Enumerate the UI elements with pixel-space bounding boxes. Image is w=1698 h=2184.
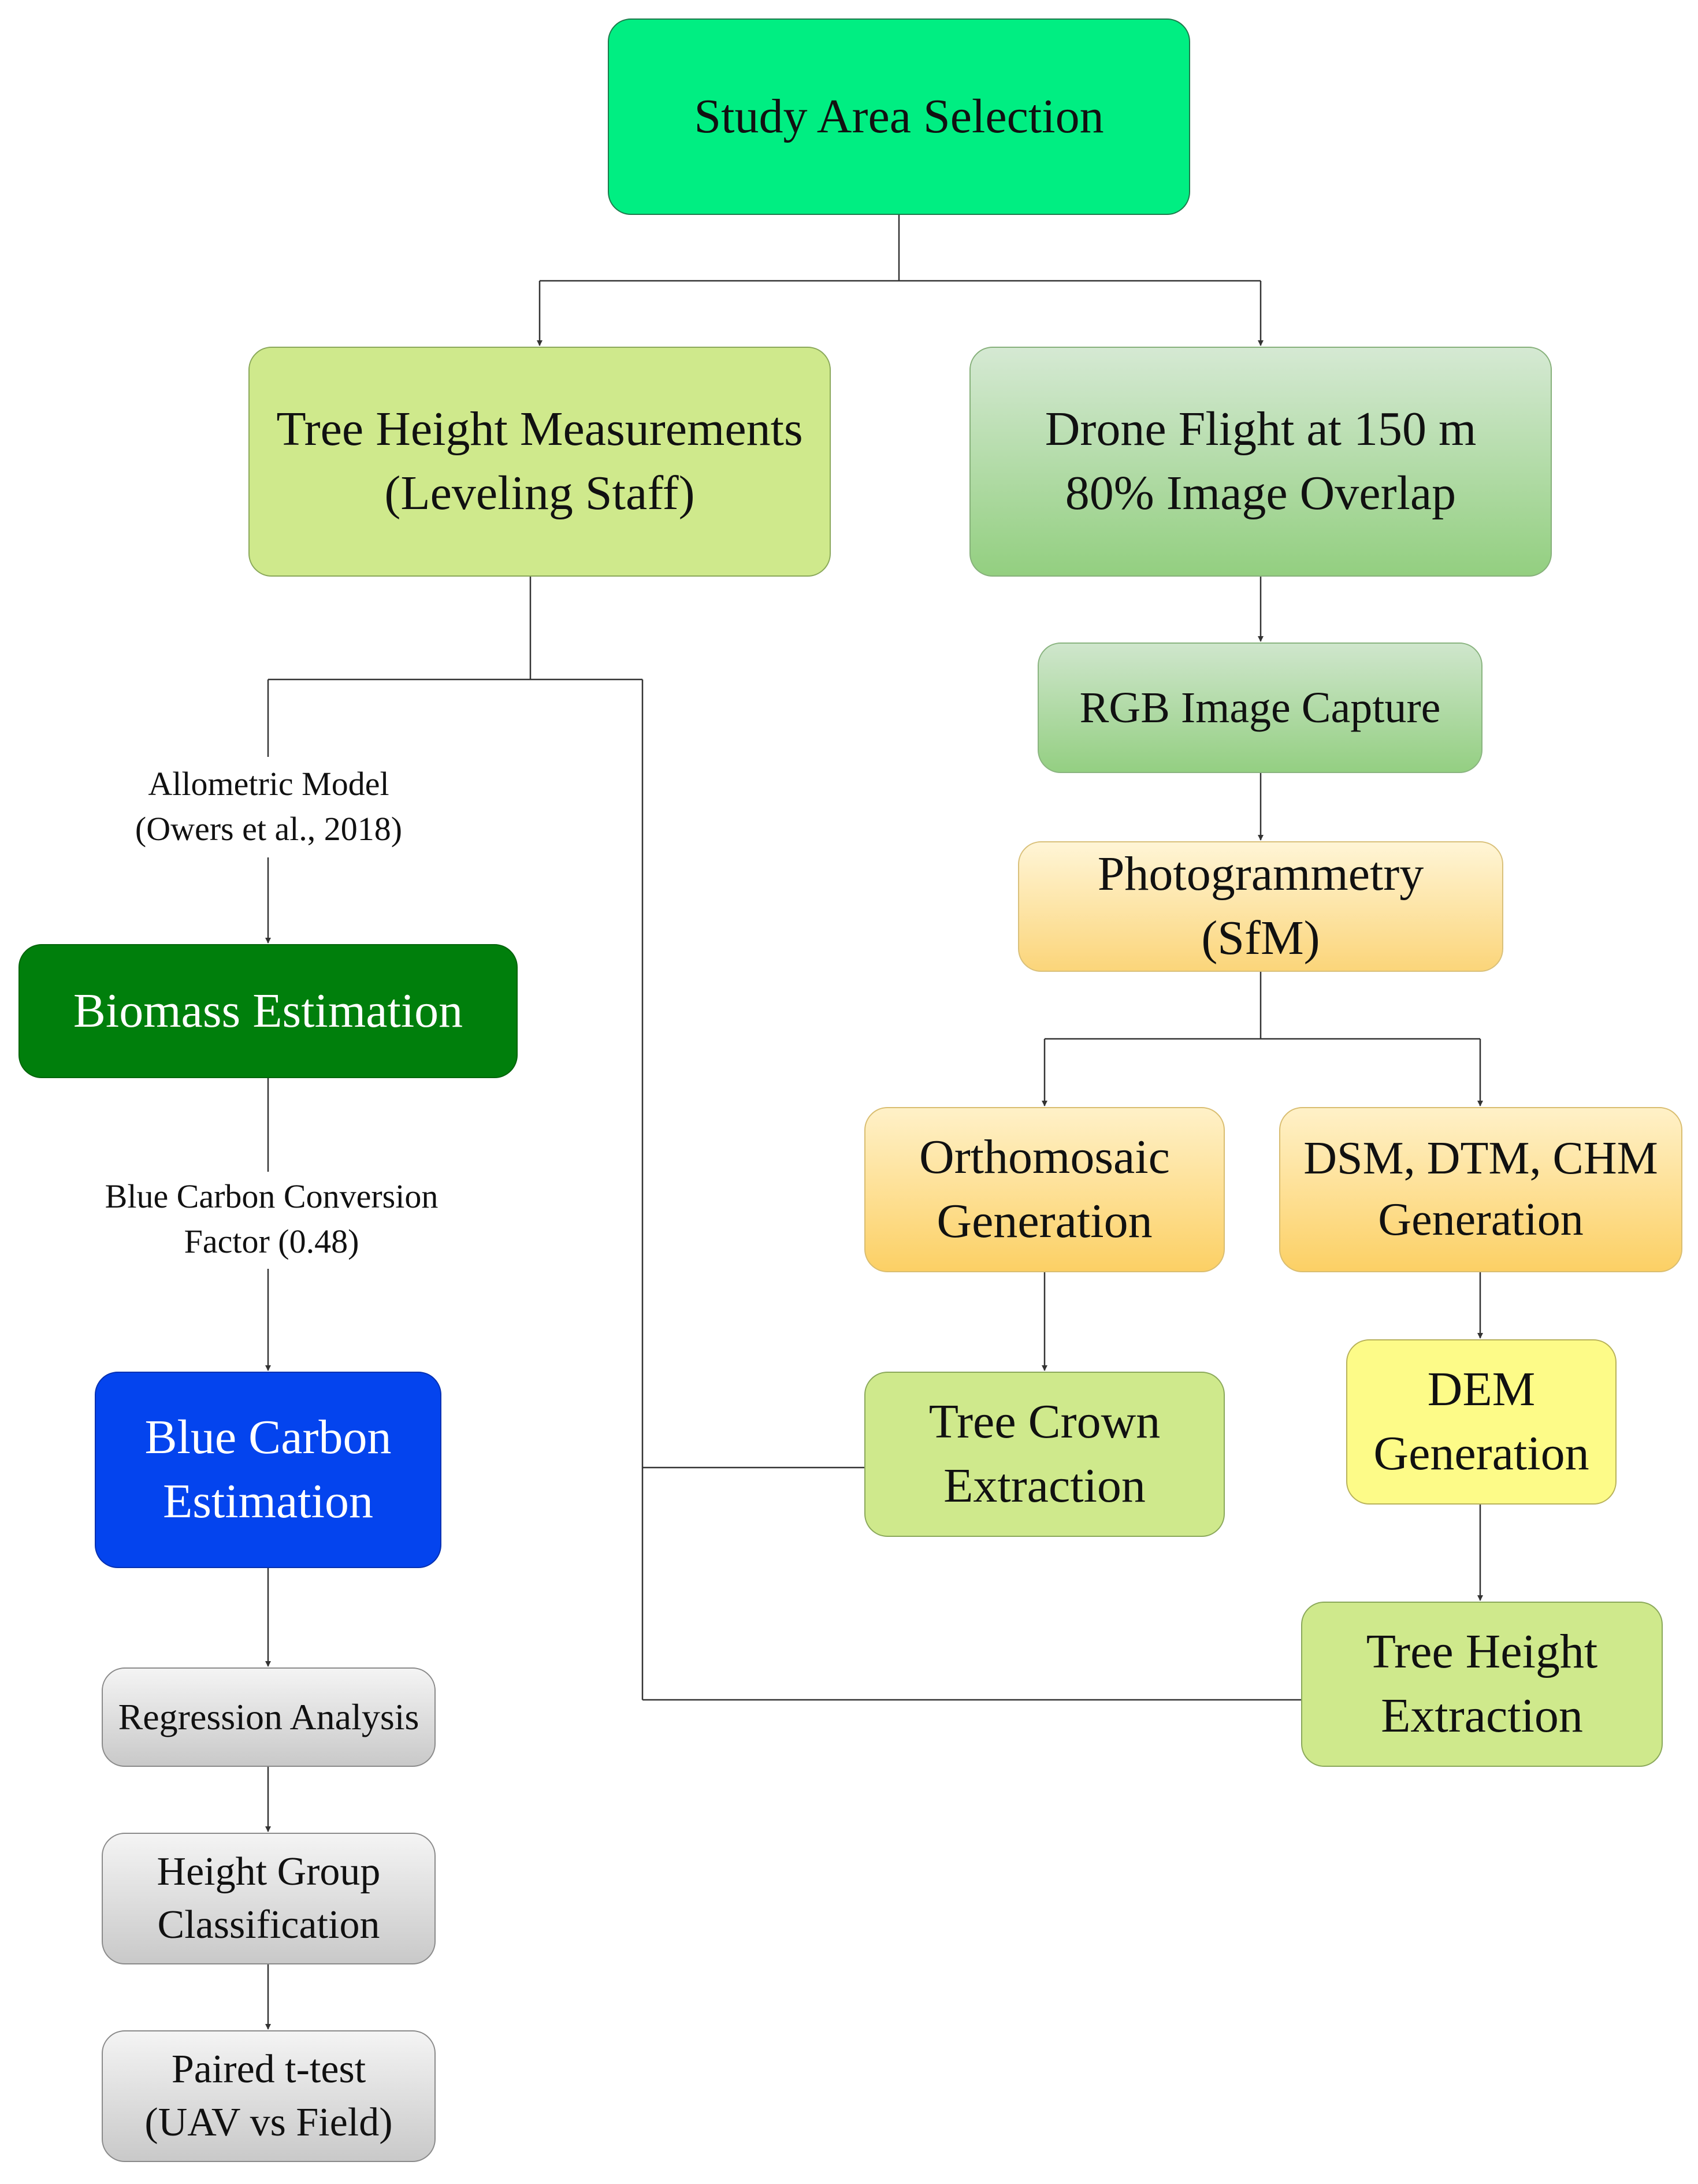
paired-t-test-node: Paired t-test (UAV vs Field) [102, 2030, 436, 2162]
tree-crown-extraction-node: Tree Crown Extraction [864, 1372, 1225, 1537]
photogrammetry-label: Photogrammetry (SfM) [1097, 847, 1424, 965]
drone-flight-node: Drone Flight at 150 m 80% Image Overlap [969, 347, 1552, 577]
tree-height-extraction-node: Tree Height Extraction [1301, 1602, 1663, 1767]
dem-generation-node: DEM Generation [1346, 1339, 1617, 1505]
dem-generation-label: DEM Generation [1373, 1362, 1589, 1480]
photogrammetry-node: Photogrammetry (SfM) [1018, 841, 1503, 972]
dsm-dtm-chm-generation-label: DSM, DTM, CHM Generation [1303, 1133, 1658, 1245]
conversion-factor-edge-label: Blue Carbon Conversion Factor (0.48) [105, 1178, 439, 1261]
orthomosaic-generation-label: Orthomosaic Generation [919, 1130, 1170, 1248]
tree-height-measurements-label: Tree Height Measurements (Leveling Staff… [276, 402, 803, 520]
rgb-image-capture-node: RGB Image Capture [1038, 642, 1483, 773]
allometric-model-edge-label: Allometric Model (Owers et al., 2018) [135, 765, 403, 848]
regression-analysis-node: Regression Analysis [102, 1667, 436, 1767]
rgb-image-capture-label: RGB Image Capture [1079, 683, 1441, 732]
orthomosaic-generation-node: Orthomosaic Generation [864, 1107, 1225, 1272]
height-group-classification-label: Height Group Classification [157, 1849, 381, 1947]
biomass-estimation-label: Biomass Estimation [73, 983, 463, 1038]
paired-t-test-label: Paired t-test (UAV vs Field) [144, 2046, 393, 2145]
study-area-selection-node: Study Area Selection [608, 18, 1190, 215]
study-area-label: Study Area Selection [694, 89, 1104, 143]
dsm-dtm-chm-generation-node: DSM, DTM, CHM Generation [1279, 1107, 1682, 1272]
blue-carbon-estimation-node: Blue Carbon Estimation [95, 1372, 441, 1568]
biomass-estimation-node: Biomass Estimation [18, 944, 518, 1078]
height-group-classification-node: Height Group Classification [102, 1833, 436, 1964]
tree-height-extraction-label: Tree Height Extraction [1366, 1625, 1598, 1743]
tree-crown-extraction-label: Tree Crown Extraction [928, 1395, 1161, 1513]
regression-analysis-label: Regression Analysis [118, 1696, 419, 1737]
blue-carbon-estimation-label: Blue Carbon Estimation [144, 1410, 392, 1528]
tree-height-measurements-node: Tree Height Measurements (Leveling Staff… [248, 347, 831, 577]
drone-flight-label: Drone Flight at 150 m 80% Image Overlap [1045, 402, 1477, 520]
